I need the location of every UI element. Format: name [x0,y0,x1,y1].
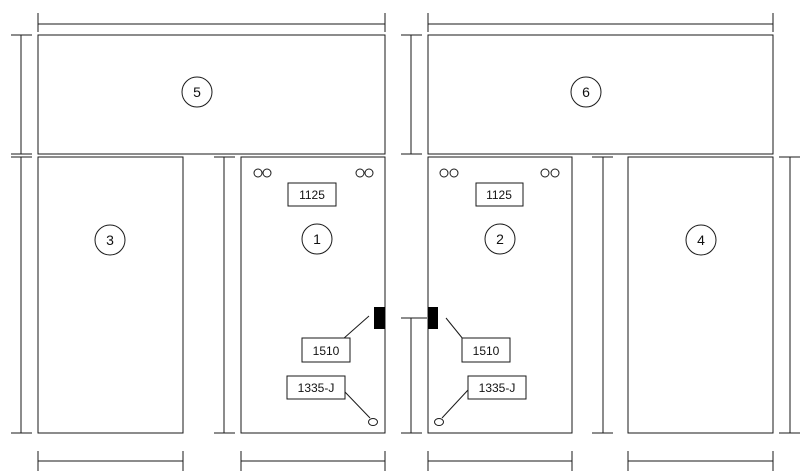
panel-number-circle [94,224,126,256]
panel-number-circle [301,223,333,255]
panel-number-circle [570,76,602,108]
panel-number: 1 [313,231,321,247]
panel-1: 1125 1 1510 1335-J [240,156,386,434]
dimension-lower-panel-1 [214,156,235,434]
dimension-upper-right [401,34,422,155]
knob-hole [434,418,444,426]
part-label-1125: 1125 [299,188,325,202]
dimension-lower-panel-4a [592,156,613,434]
latch-block [374,307,385,329]
hinge-holes-right [540,168,560,178]
dimension-bottom-panel-3 [37,451,184,471]
dimension-top-left [37,13,386,32]
dimension-bottom-panel-1 [240,451,386,471]
part-label-box [286,375,346,400]
part-label-box [475,182,524,207]
panel-number: 3 [106,232,114,248]
leader-line [441,389,469,419]
dimension-top-right [427,13,774,32]
part-label-box [287,182,337,207]
panel-number-circle [181,76,213,108]
part-label-1335-j: 1335-J [298,381,335,395]
dimension-upper-left [11,34,32,155]
hinge-holes-left [253,168,272,178]
panel-number: 6 [582,84,590,100]
knob-hole [368,418,378,426]
latch-block [428,307,438,329]
part-label-1510: 1510 [473,344,500,358]
hinge-holes-left [439,168,459,178]
part-label-box [301,337,351,363]
part-label-1125: 1125 [486,188,512,202]
panel-number: 4 [697,232,705,248]
dimension-lower-panel-4b [779,156,800,434]
panel-number-circle [484,223,516,255]
part-label-box [467,375,527,400]
panel-2: 1125 2 1510 1335-J [427,156,573,434]
panel-number: 2 [496,231,504,247]
panel-3: 3 [37,156,184,434]
part-label-1510: 1510 [313,344,340,358]
leader-line [445,317,464,340]
panel-6: 6 [427,34,774,155]
hinge-holes-right [355,168,374,178]
leader-line [342,315,370,340]
leader-line [344,391,371,419]
dimension-lower-panel-2 [401,317,427,434]
dimension-bottom-panel-4 [627,451,774,471]
part-label-box [461,337,511,363]
panel-4: 4 [627,156,774,434]
dimension-bottom-panel-2 [427,451,573,471]
panel-number-circle [685,224,717,256]
dimension-lower-panel-3 [11,156,32,434]
panel-number: 5 [193,84,201,100]
panel-5: 5 [37,34,386,155]
part-label-1335-j: 1335-J [479,381,516,395]
